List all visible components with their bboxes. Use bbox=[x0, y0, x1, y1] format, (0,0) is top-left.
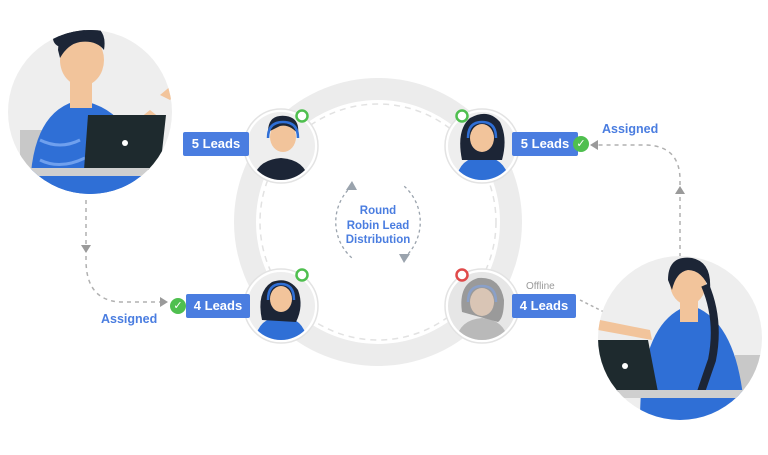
check-icon: ✓ bbox=[170, 298, 186, 314]
avatar-top-left bbox=[243, 108, 319, 184]
flow-right-arrow-left bbox=[590, 140, 598, 150]
avatar-top-right bbox=[444, 108, 520, 184]
check-icon: ✓ bbox=[573, 136, 589, 152]
flow-right-arrow-up bbox=[675, 186, 685, 194]
pointer-line bbox=[579, 299, 605, 313]
flow-left-path bbox=[85, 200, 162, 303]
leads-badge-top-right: 5 Leads bbox=[512, 132, 578, 156]
leads-badge-bottom-right: 4 Leads bbox=[512, 294, 576, 318]
offline-status-label: Offline bbox=[526, 281, 555, 292]
center-title-line: Round bbox=[359, 205, 397, 217]
center-title-line: Distribution bbox=[345, 234, 411, 246]
center-title: Round Robin Lead Distribution bbox=[318, 204, 438, 248]
flow-left-arrow-down bbox=[81, 245, 91, 253]
status-online-icon bbox=[455, 109, 469, 123]
status-online-icon bbox=[295, 268, 309, 282]
leads-badge-bottom-left: 4 Leads bbox=[186, 294, 250, 318]
center-title-line: Robin Lead bbox=[346, 219, 410, 232]
distribution-ring bbox=[234, 78, 522, 366]
flow-right-path bbox=[596, 144, 681, 265]
avatar-bottom-right bbox=[444, 268, 520, 344]
assigned-label-right: Assigned bbox=[602, 122, 659, 136]
status-online-icon bbox=[295, 109, 309, 123]
cycle-arrowhead-top bbox=[346, 181, 357, 190]
flow-left-arrow-right bbox=[160, 297, 168, 307]
right-person-illustration bbox=[598, 256, 762, 420]
assigned-label-left: Assigned bbox=[101, 312, 158, 326]
avatar-bottom-left bbox=[243, 268, 319, 344]
leads-badge-top-left: 5 Leads bbox=[183, 132, 249, 156]
left-person-illustration bbox=[8, 30, 172, 194]
cycle-arrowhead-bottom bbox=[399, 254, 410, 263]
ring-dashed-path bbox=[259, 103, 497, 341]
status-offline-icon bbox=[455, 268, 469, 282]
